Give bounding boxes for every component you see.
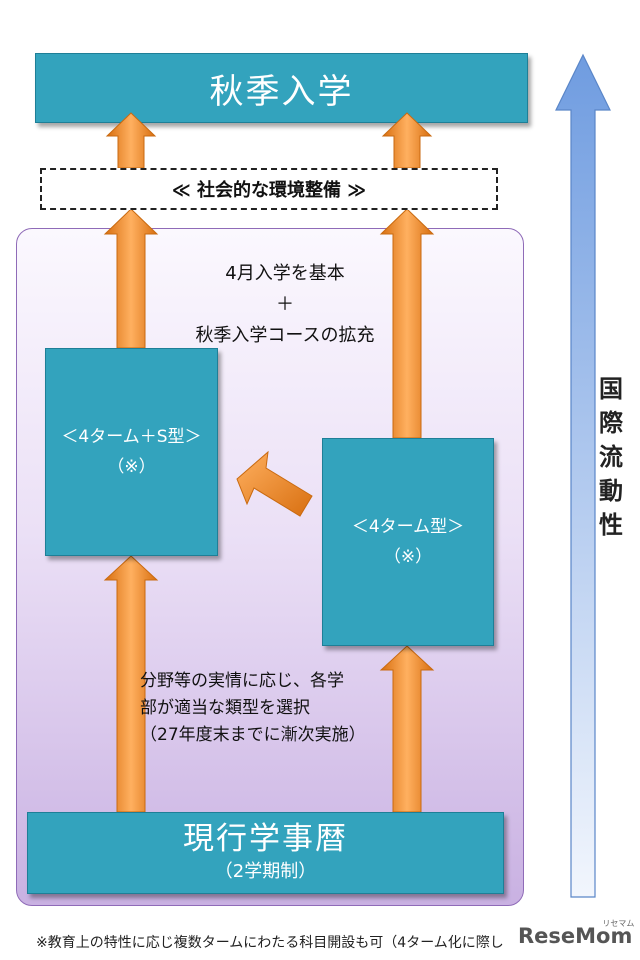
arrow-diagonal — [236, 450, 313, 517]
resemom-logo-text: ReseMom — [518, 924, 633, 948]
selection-text-line3: （27年度末までに漸次実施） — [140, 725, 366, 745]
four-term-s-label: ＜4ターム＋S型＞ — [61, 427, 202, 447]
four-term-label: ＜4ターム型＞ — [351, 517, 465, 537]
international-mobility-char: 際 — [599, 409, 623, 437]
four-term-s-note: （※） — [107, 457, 156, 477]
international-mobility-char: 国 — [599, 375, 623, 403]
center-text-line2: ＋ — [276, 294, 294, 315]
resemom-logo: ReseMom リセマム — [518, 919, 634, 948]
international-mobility-label: 国際流動性 — [596, 372, 626, 542]
arrow-left-top — [105, 112, 157, 169]
center-text: 4月入学を基本 ＋ 秋季入学コースの拡充 — [120, 258, 450, 351]
autumn-enrollment-box: 秋季入学 — [35, 53, 528, 123]
social-environment-label: ≪ 社会的な環境整備 ≫ — [171, 180, 367, 201]
four-term-s-box: ＜4ターム＋S型＞ （※） — [45, 348, 218, 556]
international-mobility-char: 流 — [599, 443, 623, 471]
center-text-line3: 秋季入学コースの拡充 — [195, 325, 375, 346]
selection-text: 分野等の実情に応じ、各学 部が適当な類型を選択 （27年度末までに漸次実施） — [140, 668, 400, 749]
current-calendar-sub: （2学期制） — [214, 861, 317, 882]
four-term-note: （※） — [383, 547, 433, 567]
selection-text-line1: 分野等の実情に応じ、各学 — [140, 671, 344, 691]
footnote: ※教育上の特性に応じ複数タームにわたる科目開設も可（4ターム化に際し — [36, 935, 504, 951]
resemom-logo-kana: リセマム — [602, 919, 635, 928]
international-mobility-char: 性 — [599, 511, 623, 539]
international-mobility-char: 動 — [599, 477, 623, 505]
current-calendar-box: 現行学事暦 （2学期制） — [27, 812, 504, 894]
four-term-box: ＜4ターム型＞ （※） — [322, 438, 494, 646]
arrow-right-top — [381, 112, 433, 169]
center-text-line1: 4月入学を基本 — [225, 263, 345, 284]
autumn-enrollment-label: 秋季入学 — [209, 71, 354, 112]
current-calendar-title: 現行学事暦 — [183, 821, 348, 857]
selection-text-line2: 部が適当な類型を選択 — [140, 698, 310, 718]
social-environment-box: ≪ 社会的な環境整備 ≫ — [40, 168, 498, 210]
